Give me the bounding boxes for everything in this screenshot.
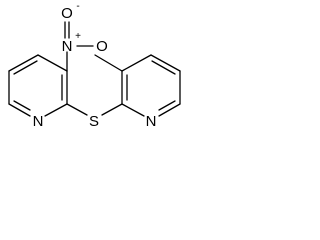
thioether-bridge: S [66, 103, 123, 130]
ring2-bond-c4-c5-inner [151, 60, 176, 75]
nitro-n-label: N [62, 38, 73, 55]
ring1-bond-c3-c4 [37, 54, 68, 72]
ring1-bond-c6-n1-inner [13, 100, 31, 111]
nitro-group: N + O - O [61, 1, 108, 72]
molecule-structure: N + O - O N S N [8, 1, 181, 130]
sulfur-label: S [89, 113, 99, 130]
ring2-bond-c4-c5 [150, 54, 181, 72]
left-pyridine-ring [8, 54, 68, 117]
ring2-nitrogen-label: N [146, 113, 157, 130]
ring2-bond-c6-n1-inner [158, 100, 176, 111]
ring1-nitrogen-label: N [33, 113, 44, 130]
ring1-bond-c4-c5 [8, 54, 39, 72]
ring1-bond-c6-n1 [8, 103, 31, 117]
ring2-bond-c3-c4 [121, 54, 152, 72]
ring2-bond-n1-c2 [121, 103, 145, 117]
bond-c2-sulfur [66, 103, 88, 116]
nitro-o-top-charge: - [76, 1, 79, 12]
nitro-o-side-label: O [96, 38, 108, 55]
bond-sulfur-c2prime [101, 103, 123, 116]
nitro-o-top-label: O [61, 5, 73, 22]
ring2-bond-c6-n1 [158, 103, 181, 117]
ring1-bond-c4-c5-inner [13, 60, 38, 75]
methyl-bond [94, 54, 123, 72]
nitro-n-charge: + [75, 31, 81, 42]
ring1-bond-n1-c2 [44, 103, 68, 117]
right-pyridine-ring: N [121, 54, 181, 130]
